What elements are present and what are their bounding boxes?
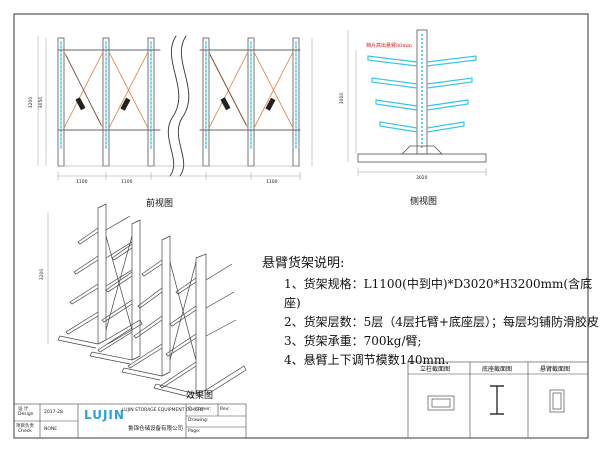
company-logo: LUJIN <box>84 408 125 422</box>
notes-item-3: 3、货架承重：700kg/臂; <box>284 334 422 348</box>
tb-date: 2017-28 <box>44 410 63 415</box>
tb-checker-en: Check <box>18 429 32 434</box>
iso-view-drawing <box>47 203 247 399</box>
notes-item-1: 1、货架规格：L1100(中到中)*D3020*H3200mm(含底座) <box>284 277 593 310</box>
title-block <box>13 403 247 439</box>
tb-designer-label: 设 计 <box>18 407 29 412</box>
section-base-title: 底座截面图 <box>482 366 513 373</box>
front-dim-bay-2: 1100 <box>121 180 133 185</box>
tb-rev-label: Rev: <box>220 407 230 412</box>
notes-item-2: 2、货架层数：5层（4层托臂+底座层）；每层均铺防滑胶皮 <box>284 315 599 329</box>
rack-notes: 悬臂货架说明: 1、货架规格：L1100(中到中)*D3020*H3200mm(… <box>262 252 600 370</box>
section-arm-title: 悬臂截面图 <box>540 366 571 373</box>
side-dim-height: 3000 <box>340 92 346 105</box>
front-view-title: 前视图 <box>146 199 174 209</box>
tb-customer-label: Customer: <box>188 407 212 412</box>
tb-scale: NONE <box>44 427 58 432</box>
tb-designer-en: Design <box>18 412 34 417</box>
front-view-drawing <box>37 35 313 181</box>
front-dim-bay-3: 1100 <box>266 180 278 185</box>
tb-page-label: Page: <box>188 429 201 434</box>
tb-company-cn: 鲁锦仓储设备有限公司 <box>128 426 184 432</box>
front-dim-height: 3200 <box>29 96 35 109</box>
side-view-title: 侧视图 <box>410 197 438 207</box>
side-dim-depth: 3020 <box>416 176 428 181</box>
notes-title: 悬臂货架说明: <box>262 256 345 271</box>
tb-company-en: LUJIN STORAGE EQUIPMENT CO.,LTD <box>122 408 204 413</box>
iso-view-title: 效果图 <box>186 391 214 401</box>
notes-item-4: 4、悬臂上下调节模数140mm. <box>284 353 450 367</box>
tb-checker-label: 项目负责 <box>16 424 34 429</box>
sections-panel <box>407 361 589 439</box>
front-dim-bay-1: 1100 <box>76 180 88 185</box>
iso-dim-height: 3200 <box>40 268 46 281</box>
section-column-title: 立柱截面图 <box>420 366 451 373</box>
side-view-drawing <box>347 29 487 176</box>
front-dim-height-2: 3050 <box>39 96 45 109</box>
tb-drawing-label: Drawing: <box>188 418 209 423</box>
side-view-note: 档片高出悬臂80mm <box>366 43 412 49</box>
